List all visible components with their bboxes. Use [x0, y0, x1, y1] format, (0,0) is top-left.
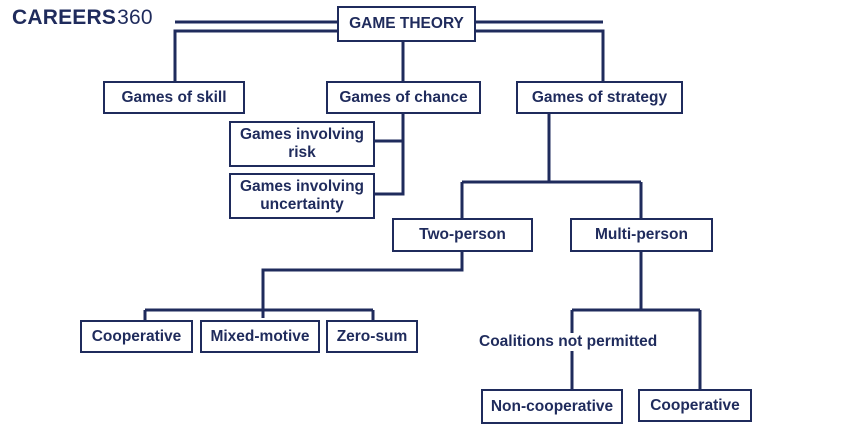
- node-non-cooperative: Non-cooperative: [481, 389, 623, 424]
- careers360-logo: CAREERS 360: [12, 6, 153, 32]
- node-games-involving-uncertainty: Games involving uncertainty: [229, 173, 375, 219]
- node-games-of-strategy: Games of strategy: [516, 81, 683, 114]
- logo-number: 360: [117, 6, 153, 29]
- node-game-theory: GAME THEORY: [337, 6, 476, 42]
- label-coalitions-not-permitted: Coalitions not permitted: [477, 333, 660, 351]
- node-zero-sum: Zero-sum: [326, 320, 418, 353]
- node-cooperative-multi-person: Cooperative: [638, 389, 752, 422]
- logo-word: CAREERS: [12, 6, 117, 29]
- node-mixed-motive: Mixed-motive: [200, 320, 320, 353]
- node-games-of-skill: Games of skill: [103, 81, 245, 114]
- node-games-of-chance: Games of chance: [326, 81, 481, 114]
- node-cooperative-two-person: Cooperative: [80, 320, 193, 353]
- connector-multi-person-split: [570, 251, 702, 389]
- connector-chance-subtypes: [375, 113, 405, 196]
- node-multi-person: Multi-person: [570, 218, 713, 252]
- connector-strategy-split: [460, 113, 643, 218]
- node-games-involving-risk: Games involving risk: [229, 121, 375, 167]
- node-two-person: Two-person: [392, 218, 533, 252]
- connector-two-person-split: [143, 251, 464, 320]
